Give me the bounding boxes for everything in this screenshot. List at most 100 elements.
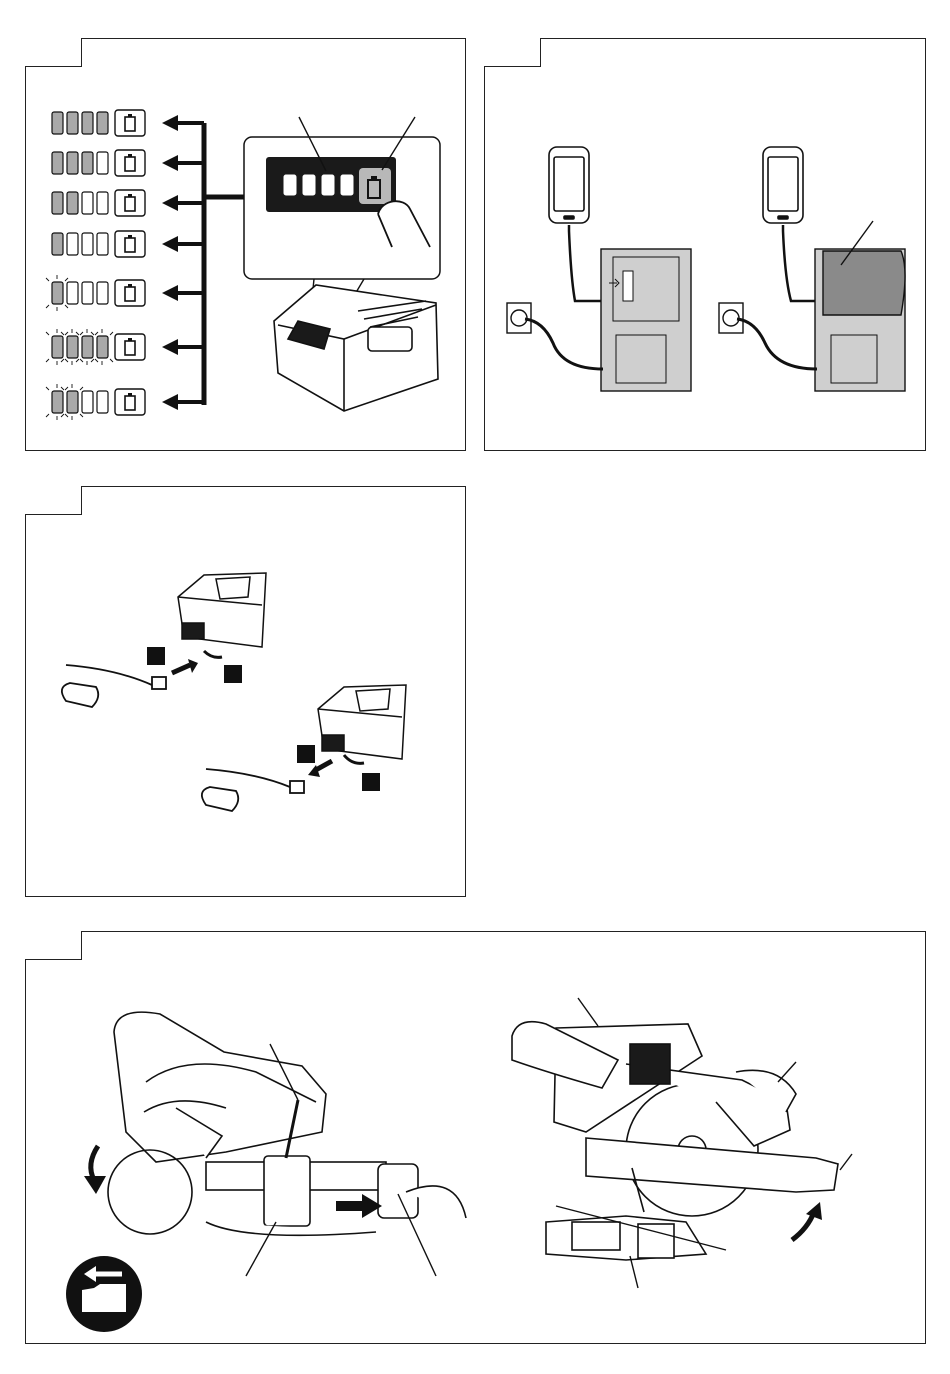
arrow-turn-icon [344,755,364,763]
battery-indicator-illustration [26,39,465,450]
indicator-led [97,282,108,304]
power-cord-left [525,319,603,369]
indicator-levels [46,110,204,420]
step-marker-b [224,665,242,683]
leader-line-vise [630,1256,638,1288]
battery-icon-box [115,231,145,257]
battery-icon-box [115,334,145,360]
blink-ray [61,387,64,390]
indicator-led [52,152,63,174]
blink-ray [80,414,83,417]
blink-ray [80,359,83,362]
usb-charging-illustration [485,39,925,450]
charger-with-battery-icon [815,249,905,391]
blink-ray [46,414,49,417]
indicator-led-2 [303,175,315,195]
indicator-level-row [46,384,204,420]
indicator-led [97,152,108,174]
indicator-led [67,233,78,255]
battery-icon-box [115,110,145,136]
arrow-down-icon [91,1146,98,1180]
indicator-led-1 [284,175,296,195]
blink-ray [61,332,64,335]
cable-plug-icon [62,665,166,707]
arrow-up-icon [792,1212,814,1240]
indicator-led [82,282,93,304]
blink-ray [61,414,64,417]
battery-icon-box [115,190,145,216]
figure-battery-indicator [25,38,466,451]
blink-ray [110,332,113,335]
blink-ray [46,387,49,390]
arrow-insert-icon [172,665,190,673]
battery-icon-box [115,389,145,415]
leader-line-handle-grip [578,998,598,1026]
blink-ray [46,332,49,335]
indicator-led [52,391,63,413]
blink-ray [91,332,94,335]
step-marker-a [297,745,315,763]
battery-icon-box [115,150,145,176]
blink-ray [46,359,49,362]
cable-plug-icon [202,769,304,811]
indicator-level-row [52,150,204,176]
usb-cable-left [569,225,603,301]
indicator-led [82,391,93,413]
indicator-level-row [46,275,204,311]
blink-ray [65,278,68,281]
charger-icon [601,249,691,391]
indicator-led [52,282,63,304]
arrow-turn-icon [204,651,222,657]
blink-ray [76,332,79,335]
battery-icon-box [115,280,145,306]
smartphone-icon [763,147,803,223]
blink-ray [80,332,83,335]
cord-connection-illustration [26,487,465,896]
indicator-led [52,336,63,358]
indicator-led [67,152,78,174]
blink-ray [65,332,68,335]
blink-ray [46,305,49,308]
indicator-led [67,336,78,358]
miter-saw-icon [512,1022,838,1260]
miter-saw-icon [108,1012,466,1235]
indicator-level-row [52,110,204,136]
indicator-level-row [52,190,204,216]
indicator-led [67,112,78,134]
indicator-led [82,233,93,255]
indicator-led [82,152,93,174]
blink-ray [65,359,68,362]
blink-ray [95,332,98,335]
leader-line-motor [778,1062,796,1082]
figure-cord-connection [25,486,466,897]
power-cord-right [737,319,817,369]
blink-ray [95,359,98,362]
indicator-led [82,112,93,134]
indicator-led-3 [322,175,334,195]
indicator-led [52,192,63,214]
blink-ray [91,359,94,362]
indicator-led [67,282,78,304]
blink-ray [65,387,68,390]
charger-icon [318,685,406,759]
blink-ray [65,305,68,308]
indicator-led [52,112,63,134]
indicator-led [97,112,108,134]
blink-ray [76,359,79,362]
indicator-level-row [52,231,204,257]
leader-line-lever [840,1154,852,1170]
blink-ray [110,359,113,362]
transport-lock-icon [66,1256,142,1332]
step-marker-a [147,647,165,665]
smartphone-icon [549,147,589,223]
indicator-led [67,192,78,214]
battery-pack-icon [274,285,438,411]
charger-icon [178,573,266,647]
indicator-led [67,391,78,413]
blink-ray [65,414,68,417]
blink-ray [80,387,83,390]
figure-saw-transport [25,931,926,1344]
indicator-led [82,192,93,214]
indicator-level-row [46,329,204,365]
indicator-led [52,233,63,255]
